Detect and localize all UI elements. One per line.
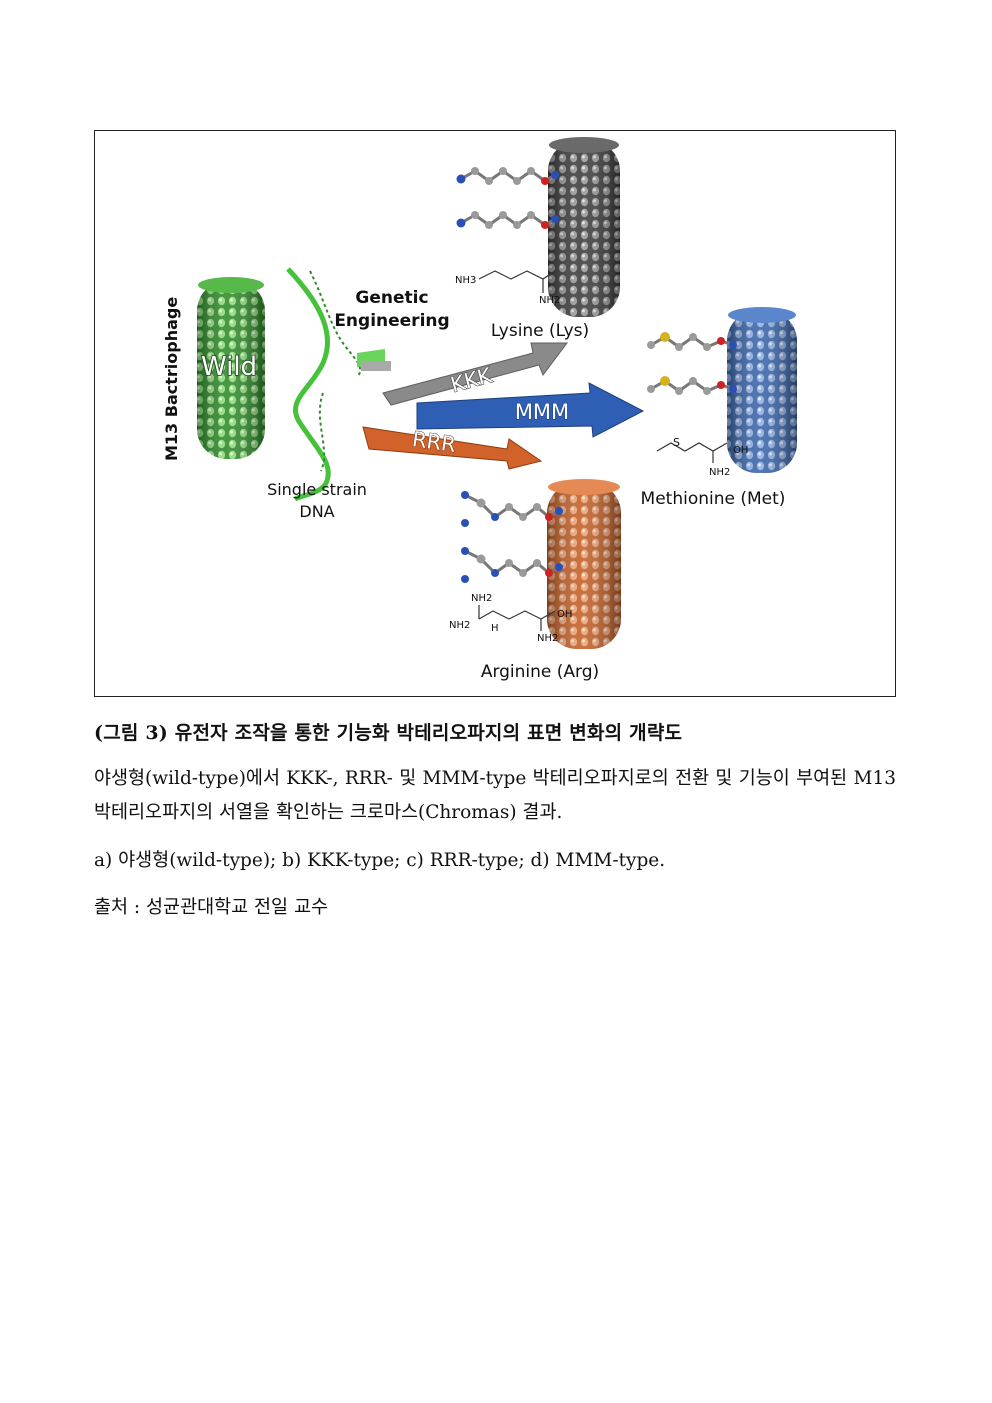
methionine-molecule-models (647, 332, 737, 463)
arginine-nh2-left-label: NH2 (449, 620, 470, 631)
phage-schematic: Wild M13 Bactriophage Single strain DNA … (95, 131, 895, 696)
genetic-engineering-line2: Engineering (334, 311, 449, 331)
methionine-nh2-label: NH2 (709, 467, 730, 478)
figure-source: 출처 : 성균관대학교 전일 교수 (94, 893, 896, 919)
methionine-oh-label: OH (733, 445, 748, 456)
lysine-nh3-label: NH3 (455, 275, 476, 286)
figure-caption-parts: a) 야생형(wild-type); b) KKK-type; c) RRR-t… (94, 846, 896, 872)
lysine-nh2-label: NH2 (539, 295, 560, 306)
arginine-h-label: H (491, 623, 499, 634)
arginine-label: Arginine (Arg) (481, 662, 599, 682)
methionine-label: Methionine (Met) (641, 489, 786, 509)
m13-label: M13 Bactriophage (162, 297, 181, 461)
mmm-label: MMM (515, 400, 569, 424)
lysine-label: Lysine (Lys) (491, 321, 589, 341)
lysine-phage-cylinder (548, 137, 620, 317)
arginine-nh2-bottom-label: NH2 (537, 633, 558, 644)
genetic-engineering-line1: Genetic (355, 288, 428, 308)
figure-caption-title: (그림 3) 유전자 조작을 통한 기능화 박테리오파지의 표면 변화의 개략도 (94, 718, 896, 745)
figure-panel: Wild M13 Bactriophage Single strain DNA … (94, 130, 896, 697)
ssdna-label-line1: Single strain (267, 480, 367, 499)
methionine-s-label: S (673, 436, 680, 449)
arginine-oh-label: OH (557, 609, 572, 620)
arginine-nh2-top-label: NH2 (471, 593, 492, 604)
figure-caption-description: 야생형(wild-type)에서 KKK-, RRR- 및 MMM-type 박… (94, 762, 896, 830)
ssdna-label-line2: DNA (299, 502, 334, 521)
kkk-label: KKK (448, 363, 495, 397)
wild-label: Wild (201, 352, 257, 382)
